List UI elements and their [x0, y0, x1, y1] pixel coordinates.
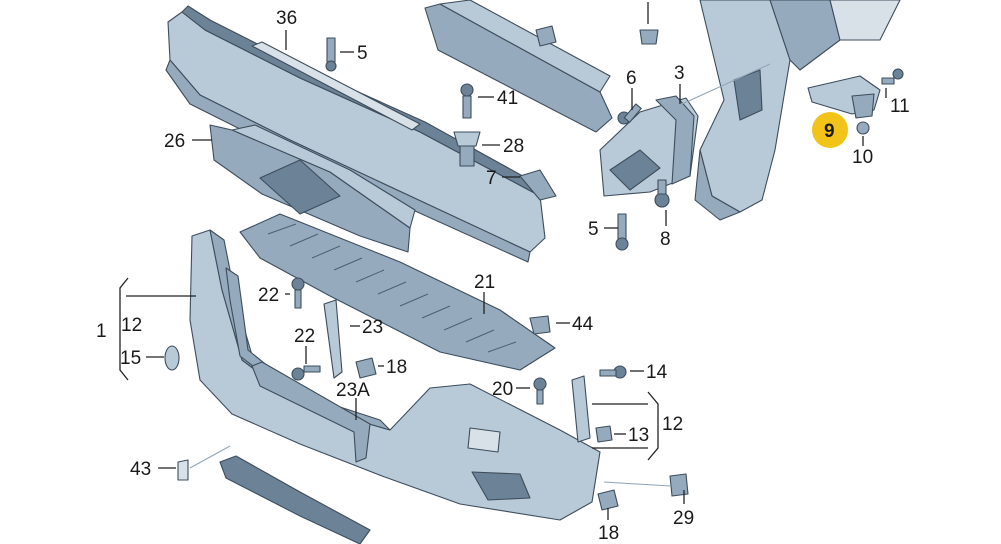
clip-44 — [529, 315, 551, 335]
callout-15: 15 — [120, 348, 141, 369]
highlight-circle — [812, 112, 848, 148]
clip-top-left — [535, 25, 557, 47]
callout-26: 26 — [164, 131, 185, 152]
cover-43 — [177, 459, 189, 481]
callout-3: 3 — [674, 63, 685, 84]
nut-28 — [453, 131, 481, 167]
side-bracket — [807, 75, 881, 119]
callout-43: 43 — [130, 459, 151, 480]
callout-44: 44 — [572, 314, 594, 335]
callout-29: 29 — [673, 508, 694, 529]
callout-7: 7 — [486, 168, 497, 189]
screw-11 — [881, 68, 904, 85]
callout-36: 36 — [276, 8, 297, 29]
fasteners — [164, 25, 904, 511]
callout-5-top: 5 — [357, 43, 368, 64]
air-guide-panel — [239, 213, 556, 371]
vertical-bracket — [323, 299, 343, 379]
callout-22-upper: 22 — [258, 285, 279, 306]
lock-carrier-bracket — [599, 95, 699, 197]
clip-18-mid — [355, 357, 377, 379]
clip-7 — [519, 169, 557, 201]
side-guide — [571, 375, 591, 443]
bolt-6 — [617, 103, 642, 125]
callout-18-mid: 18 — [386, 357, 407, 378]
mounting-bracket-assembly — [424, 0, 613, 133]
callout-18-bottom: 18 — [598, 523, 619, 544]
nut-top-center — [639, 29, 659, 45]
callout-23: 23 — [362, 317, 383, 338]
center-bracket — [251, 361, 371, 463]
callout-21: 21 — [474, 272, 495, 293]
bolt-8 — [654, 179, 670, 208]
clip-13 — [595, 425, 613, 443]
energy-absorber — [209, 124, 416, 253]
bolt-5-mid — [615, 213, 629, 251]
clip-18-bottom — [597, 489, 619, 511]
callout-6: 6 — [626, 68, 637, 89]
callout-20: 20 — [492, 379, 513, 400]
callout-9: 9 — [824, 121, 835, 142]
screw-22-lower — [291, 365, 321, 381]
bolt-5-top — [325, 37, 337, 72]
screw-22-upper — [291, 277, 305, 309]
callout-14: 14 — [646, 362, 668, 383]
callout-1: 1 — [96, 321, 107, 342]
callout-22-lower: 22 — [294, 326, 315, 347]
plug-15 — [164, 345, 180, 371]
leader-lines — [119, 2, 887, 520]
callout-10: 10 — [852, 147, 873, 168]
bolt-41 — [460, 83, 474, 119]
callout-12-left: 12 — [121, 315, 142, 336]
callout-5-mid: 5 — [588, 219, 599, 240]
callout-11: 11 — [890, 96, 910, 117]
callout-8: 8 — [660, 229, 671, 250]
sealing-strip — [251, 41, 421, 131]
nut-10 — [856, 121, 870, 135]
callout-23a: 23A — [336, 380, 370, 401]
callout-labels: 36 5 41 28 26 7 6 3 5 8 9 11 10 21 22 23… — [96, 8, 910, 544]
callout-28: 28 — [503, 136, 524, 157]
callout-41: 41 — [497, 88, 518, 109]
callout-12-right: 12 — [662, 414, 683, 435]
lower-trim-strip — [219, 455, 371, 544]
holder-29 — [669, 473, 689, 497]
screw-14 — [599, 365, 627, 379]
screw-20 — [533, 377, 547, 405]
callout-13: 13 — [628, 425, 649, 446]
side-member — [694, 0, 901, 221]
